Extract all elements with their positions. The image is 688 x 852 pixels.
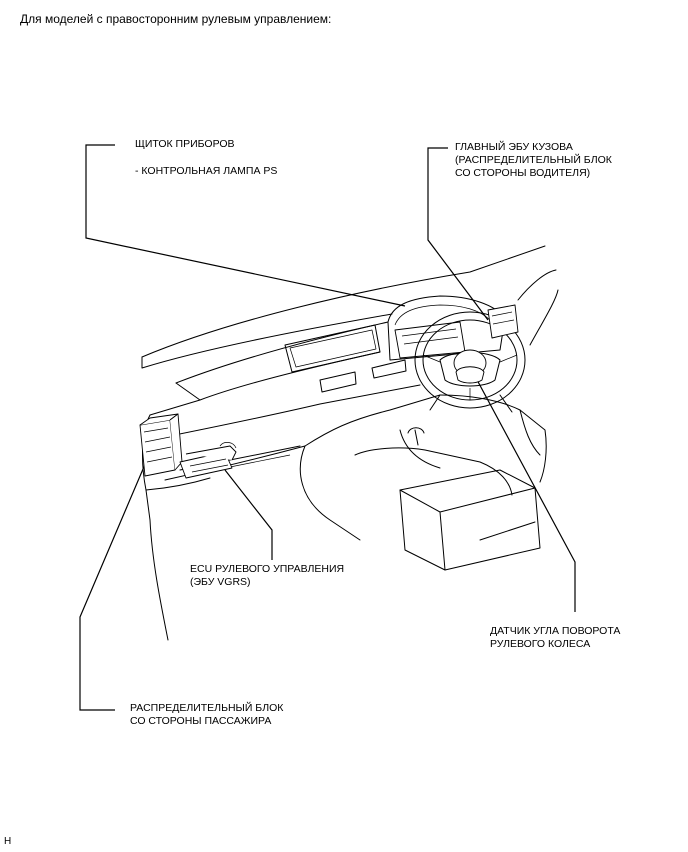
leader-passenger-block xyxy=(79,454,150,711)
label-angle-sensor-line2: РУЛЕВОГО КОЛЕСА xyxy=(490,638,591,650)
leader-lines xyxy=(79,144,576,711)
footer-code: H xyxy=(4,836,12,847)
leader-main-body-ecu xyxy=(427,147,489,321)
steering-column-group xyxy=(387,295,526,413)
label-instrument-panel: ЩИТОК ПРИБОРОВ xyxy=(135,138,235,150)
label-main-body-ecu-line2: (РАСПРЕДЕЛИТЕЛЬНЫЙ БЛОК xyxy=(455,154,612,166)
leader-steering-ecu xyxy=(224,469,273,560)
label-steering-ecu-line2: (ЭБУ VGRS) xyxy=(190,576,251,588)
label-main-body-ecu-line1: ГЛАВНЫЙ ЭБУ КУЗОВА xyxy=(455,141,573,153)
passenger-junction-block-part xyxy=(139,413,183,477)
label-angle-sensor-line1: ДАТЧИК УГЛА ПОВОРОТА xyxy=(490,625,621,637)
label-passenger-block-line2: СО СТОРОНЫ ПАССАЖИРА xyxy=(130,715,272,727)
label-main-body-ecu-line3: СО СТОРОНЫ ВОДИТЕЛЯ) xyxy=(455,167,591,179)
diagram-heading: Для моделей с правосторонним рулевым упр… xyxy=(20,12,332,26)
steering-ecu-part xyxy=(179,442,237,479)
leader-instrument-panel xyxy=(85,144,406,307)
label-steering-ecu-line1: ECU РУЛЕВОГО УПРАВЛЕНИЯ xyxy=(190,563,345,575)
label-passenger-block-line1: РАСПРЕДЕЛИТЕЛЬНЫЙ БЛОК xyxy=(130,702,284,714)
label-ps-warning-lamp: - КОНТРОЛЬНАЯ ЛАМПА PS xyxy=(135,165,278,177)
leader-angle-sensor xyxy=(475,377,576,612)
